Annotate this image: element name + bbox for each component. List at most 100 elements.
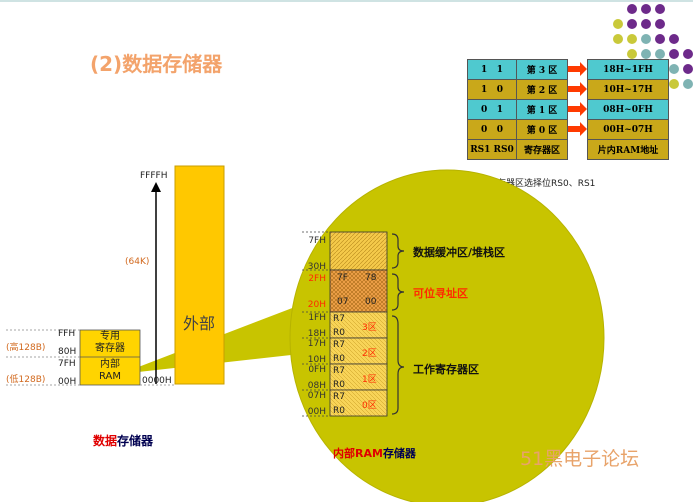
caption-red: 内部RAM bbox=[333, 447, 383, 460]
bit-07: 07 bbox=[337, 297, 349, 307]
table-row: 0 0 第 0 区 bbox=[467, 119, 568, 140]
bit-addressable-region bbox=[329, 269, 388, 313]
external-label: 外部 bbox=[183, 314, 216, 333]
dot-row-4 bbox=[627, 49, 693, 59]
addr-0000h: 0000H bbox=[142, 376, 172, 386]
caption-red: 数据 bbox=[93, 434, 118, 448]
bank-bottom-addr: 00H bbox=[307, 407, 326, 417]
bank-name: 3区 bbox=[362, 323, 377, 333]
bank-2-region bbox=[329, 337, 388, 365]
brace-buffer bbox=[391, 233, 405, 269]
caption-rest: 存储器 bbox=[117, 434, 154, 448]
data-memory-caption: 数据存储器 bbox=[93, 432, 153, 449]
bank-bottom-addr: 08H bbox=[307, 381, 326, 391]
bank-r0: R0 bbox=[333, 328, 345, 338]
table-row: 1 0 第 2 区 bbox=[467, 79, 568, 100]
rs-cell: 0 0 bbox=[467, 119, 517, 140]
table-header-row: 片内RAM地址 bbox=[587, 139, 669, 160]
bank-name: 0区 bbox=[362, 401, 377, 411]
bank-top-addr: 07H bbox=[307, 391, 326, 401]
bank-header: 寄存器区 bbox=[516, 139, 568, 160]
register-select-table: 1 1 第 3 区 1 0 第 2 区 0 1 第 1 区 0 0 第 0 区 … bbox=[467, 59, 568, 160]
table-row: 08H~0FH bbox=[587, 99, 669, 120]
bank-name: 1区 bbox=[362, 375, 377, 385]
bank-top-addr: 0FH bbox=[308, 365, 326, 375]
label-line: 专用 bbox=[100, 331, 120, 342]
range-cell: 00H~07H bbox=[587, 119, 669, 140]
caption-rest: 存储器 bbox=[382, 447, 416, 460]
bank-r7: R7 bbox=[333, 366, 345, 376]
bank-bottom-addr: 18H bbox=[307, 329, 326, 339]
work-register-label: 工作寄存器区 bbox=[413, 363, 479, 376]
label-line: RAM bbox=[98, 371, 121, 382]
bit-addressable-label: 可位寻址区 bbox=[413, 287, 468, 300]
bank-name: 2区 bbox=[362, 349, 377, 359]
bank-r0: R0 bbox=[333, 406, 345, 416]
addr-7fh: 7FH bbox=[58, 359, 76, 369]
addr-ffh: FFH bbox=[58, 329, 76, 339]
addr-00h: 00H bbox=[58, 377, 77, 387]
dot-row-1 bbox=[627, 4, 665, 14]
table-row: 00H~07H bbox=[587, 119, 669, 140]
decorative-dot-grid bbox=[613, 4, 693, 89]
arrow-icon bbox=[568, 122, 587, 136]
bank-cell: 第 0 区 bbox=[516, 119, 568, 140]
external-ram-block bbox=[174, 165, 225, 385]
buffer-stack-label: 数据缓冲区/堆栈区 bbox=[413, 246, 506, 259]
bank-3-region bbox=[329, 311, 388, 339]
high-128b-label: (高128B) bbox=[6, 343, 46, 353]
rs-header: RS1 RS0 bbox=[467, 139, 517, 160]
addr-7fh-ram: 7FH bbox=[308, 236, 326, 246]
addr-2fh: 2FH bbox=[308, 274, 326, 284]
internal-ram-block bbox=[79, 329, 141, 386]
bank-top-addr: 17H bbox=[307, 339, 326, 349]
rs-cell: 1 0 bbox=[467, 79, 517, 100]
dot-row-2 bbox=[613, 19, 665, 29]
addr-20h: 20H bbox=[307, 300, 326, 310]
addr-80h: 80H bbox=[58, 347, 77, 357]
watermark: 51黑电子论坛 bbox=[520, 448, 640, 470]
bank-r0: R0 bbox=[333, 380, 345, 390]
rs-cell: 1 1 bbox=[467, 59, 517, 80]
bank-top-addr: 1FH bbox=[308, 313, 326, 323]
special-register-label: 专用 寄存器 bbox=[80, 331, 140, 355]
brace-workreg bbox=[391, 315, 405, 415]
brace-bitaddr bbox=[391, 273, 405, 311]
arrow-icon bbox=[568, 102, 587, 116]
range-cell: 08H~0FH bbox=[587, 99, 669, 120]
bank-r0: R0 bbox=[333, 354, 345, 364]
address-range-table: 18H~1FH 10H~17H 08H~0FH 00H~07H 片内RAM地址 bbox=[587, 59, 669, 160]
bank-bottom-addr: 10H bbox=[307, 355, 326, 365]
internal-ram-label: 内部 RAM bbox=[80, 359, 140, 383]
table-header-row: RS1 RS0 寄存器区 bbox=[467, 139, 568, 160]
table-row: 1 1 第 3 区 bbox=[467, 59, 568, 80]
size-64k-label: (64K) bbox=[125, 257, 150, 267]
ram-dashed-guides bbox=[302, 231, 330, 417]
page-title: (2)数据存储器 bbox=[90, 52, 223, 76]
arrow-icon bbox=[568, 62, 587, 76]
arrow-icon bbox=[568, 82, 587, 96]
label-line: 内部 bbox=[100, 359, 120, 370]
arrow-up-icon bbox=[151, 182, 161, 192]
bank-r7: R7 bbox=[333, 314, 345, 324]
bank-0-region bbox=[329, 389, 388, 417]
top-rule bbox=[0, 0, 693, 2]
bit-7f: 7F bbox=[337, 273, 348, 283]
region-braces bbox=[391, 233, 405, 415]
bit-78: 78 bbox=[365, 273, 377, 283]
bit-00: 00 bbox=[365, 297, 377, 307]
internal-ram-caption: 内部RAM存储器 bbox=[333, 445, 416, 461]
bank-1-region bbox=[329, 363, 388, 391]
left-dashed-guides bbox=[6, 329, 176, 386]
low-128b-label: (低128B) bbox=[6, 375, 46, 385]
bank-r7: R7 bbox=[333, 392, 345, 402]
mapping-arrows bbox=[568, 62, 587, 136]
dot-row-3 bbox=[613, 34, 679, 44]
label-line: 寄存器 bbox=[95, 343, 125, 354]
selection-caption: 工作寄存器区选择位RS0、RS1 bbox=[470, 179, 596, 189]
addr-30h: 30H bbox=[307, 262, 326, 272]
addr-ffffh: FFFFH bbox=[140, 171, 168, 181]
dot-row-6 bbox=[669, 79, 693, 89]
bank-r7: R7 bbox=[333, 340, 345, 350]
